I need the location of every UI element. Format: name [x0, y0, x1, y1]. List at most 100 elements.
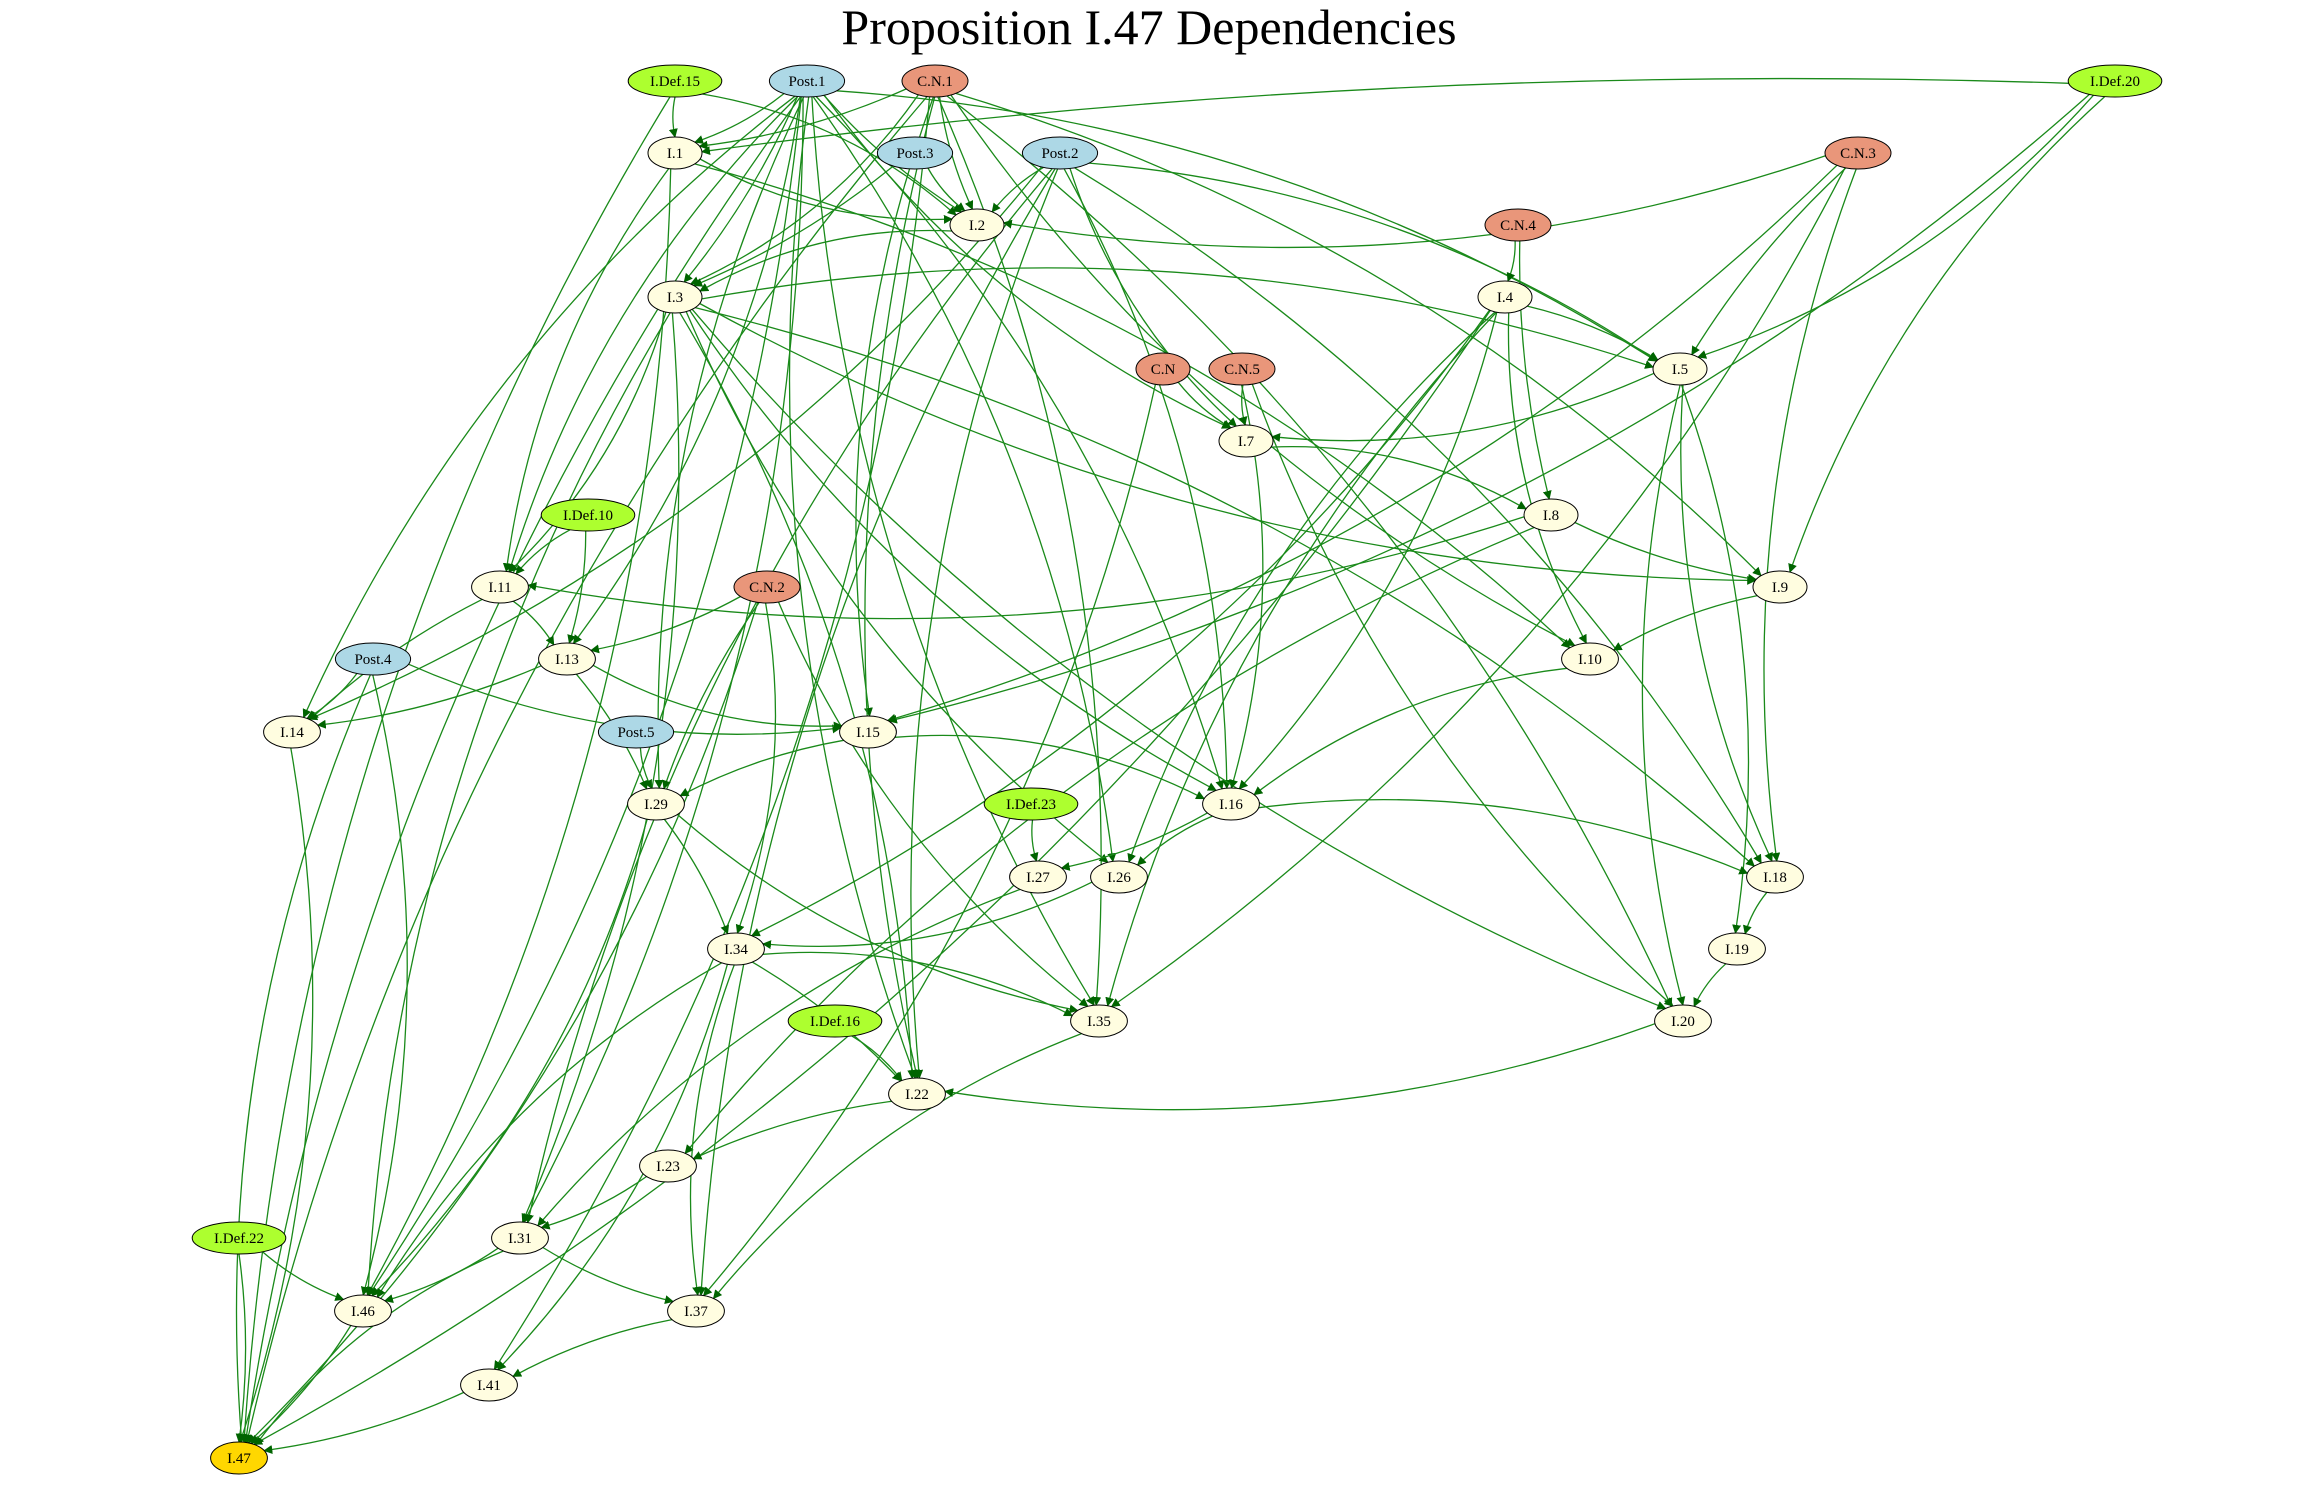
node-i-1[interactable]: I.1: [647, 136, 703, 170]
node-label: I.11: [488, 580, 511, 596]
edge-i-def-16-to-i-22: [851, 1035, 903, 1082]
node-i-26[interactable]: I.26: [1090, 860, 1148, 894]
node-i-41[interactable]: I.41: [460, 1368, 518, 1402]
node-i-3[interactable]: I.3: [647, 280, 703, 314]
node-shape: [1021, 136, 1099, 170]
edge-i-31-to-i-37: [542, 1246, 674, 1305]
node-label: Post.1: [788, 74, 825, 90]
node-i-def-23[interactable]: I.Def.23: [983, 787, 1079, 821]
node-shape: [2067, 64, 2163, 98]
node-i-27[interactable]: I.27: [1009, 860, 1067, 894]
node-post-1[interactable]: Post.1: [768, 64, 846, 98]
edge-i-5-to-i-19: [1680, 384, 1750, 934]
node-i-20[interactable]: I.20: [1654, 1004, 1712, 1038]
node-label: I.18: [1763, 870, 1787, 886]
node-i-10[interactable]: I.10: [1561, 642, 1619, 676]
edge-c-n-1-to-i-22: [864, 96, 936, 1079]
edge-i-5-to-i-20: [1641, 384, 1686, 1006]
node-label: I.15: [856, 725, 880, 741]
node-post-4[interactable]: Post.4: [334, 642, 412, 676]
edge-i-1-to-i-10: [694, 163, 1571, 649]
node-i-16[interactable]: I.16: [1202, 787, 1260, 821]
node-i-9[interactable]: I.9: [1752, 570, 1808, 604]
node-i-37[interactable]: I.37: [667, 1294, 725, 1328]
node-post-3[interactable]: Post.3: [876, 136, 954, 170]
node-c-n-3[interactable]: C.N.3: [1824, 136, 1892, 170]
node-label: C.N.3: [1840, 146, 1876, 162]
edge-i-16-to-i-18: [1258, 798, 1749, 875]
node-i-47[interactable]: I.47: [210, 1441, 268, 1475]
node-i-5[interactable]: I.5: [1652, 352, 1708, 386]
node-label: I.37: [684, 1304, 708, 1320]
node-i-19[interactable]: I.19: [1708, 932, 1766, 966]
edge-post-2-to-i-18: [1074, 167, 1762, 864]
edge-c-n-4-to-i-4: [1506, 240, 1516, 282]
node-c-n-2[interactable]: C.N.2: [733, 570, 801, 604]
node-i-15[interactable]: I.15: [839, 715, 897, 749]
node-c-n-4[interactable]: C.N.4: [1484, 208, 1552, 242]
edge-i-15-to-i-29: [679, 739, 844, 797]
node-label: I.16: [1219, 797, 1243, 813]
node-i-13[interactable]: I.13: [538, 642, 596, 676]
node-shape: [949, 208, 1005, 242]
node-i-23[interactable]: I.23: [639, 1149, 697, 1183]
node-label: C.N.1: [917, 74, 953, 90]
node-i-8[interactable]: I.8: [1523, 498, 1579, 532]
node-i-14[interactable]: I.14: [263, 715, 321, 749]
node-shape: [538, 642, 596, 676]
edge-c-n-1-to-i-9: [955, 92, 1762, 577]
edge-i-4-to-i-5: [1527, 305, 1659, 361]
node-shape: [1523, 498, 1579, 532]
node-shape: [1708, 932, 1766, 966]
node-c-n-1[interactable]: C.N.1: [901, 64, 969, 98]
node-i-22[interactable]: I.22: [888, 1077, 946, 1111]
node-shape: [1477, 280, 1533, 314]
node-i-def-15[interactable]: I.Def.15: [627, 64, 723, 98]
node-i-46[interactable]: I.46: [334, 1294, 392, 1328]
node-label: I.31: [508, 1231, 532, 1247]
edge-i-34-to-i-37: [689, 964, 735, 1296]
node-shape: [540, 498, 636, 532]
node-c-n[interactable]: C.N: [1135, 352, 1191, 386]
node-i-def-16[interactable]: I.Def.16: [787, 1004, 883, 1038]
node-label: I.4: [1497, 290, 1514, 306]
edge-i-1-to-i-46: [366, 168, 672, 1296]
edge-i-def-20-to-i-15: [887, 93, 2090, 724]
edge-i-3-to-i-46: [363, 312, 671, 1297]
node-i-4[interactable]: I.4: [1477, 280, 1533, 314]
node-i-18[interactable]: I.18: [1746, 860, 1804, 894]
node-c-n-5[interactable]: C.N.5: [1208, 352, 1276, 386]
node-i-31[interactable]: I.31: [491, 1221, 549, 1255]
edge-i-37-to-i-41: [512, 1318, 673, 1377]
node-label: I.5: [1672, 362, 1688, 378]
node-i-11[interactable]: I.11: [471, 570, 529, 604]
edge-c-n-1-to-i-1: [698, 88, 907, 150]
node-i-34[interactable]: I.34: [707, 932, 765, 966]
node-shape: [627, 64, 723, 98]
node-i-7[interactable]: I.7: [1218, 424, 1274, 458]
edge-c-n-1-to-i-20: [946, 95, 1673, 1008]
edge-i-8-to-i-23: [684, 526, 1535, 1154]
node-i-29[interactable]: I.29: [627, 787, 685, 821]
node-label: Post.3: [896, 146, 933, 162]
node-i-def-10[interactable]: I.Def.10: [540, 498, 636, 532]
edge-i-def-15-to-i-2: [702, 93, 957, 216]
edge-i-16-to-i-27: [1060, 812, 1208, 871]
node-shape: [1208, 352, 1276, 386]
node-i-2[interactable]: I.2: [949, 208, 1005, 242]
node-label: I.35: [1087, 1014, 1111, 1030]
node-post-2[interactable]: Post.2: [1021, 136, 1099, 170]
edge-i-4-to-i-26: [1127, 311, 1496, 863]
node-shape: [334, 642, 412, 676]
node-i-35[interactable]: I.35: [1070, 1004, 1128, 1038]
node-i-def-22[interactable]: I.Def.22: [191, 1221, 287, 1255]
node-i-def-20[interactable]: I.Def.20: [2067, 64, 2163, 98]
node-label: C.N.5: [1224, 362, 1260, 378]
edge-i-1-to-i-11: [502, 168, 670, 573]
node-post-5[interactable]: Post.5: [597, 715, 675, 749]
edge-i-5-to-i-18: [1680, 384, 1773, 862]
node-label: I.Def.16: [810, 1014, 860, 1030]
node-label: C.N.2: [749, 580, 785, 596]
edge-i-22-to-i-23: [692, 1100, 892, 1160]
